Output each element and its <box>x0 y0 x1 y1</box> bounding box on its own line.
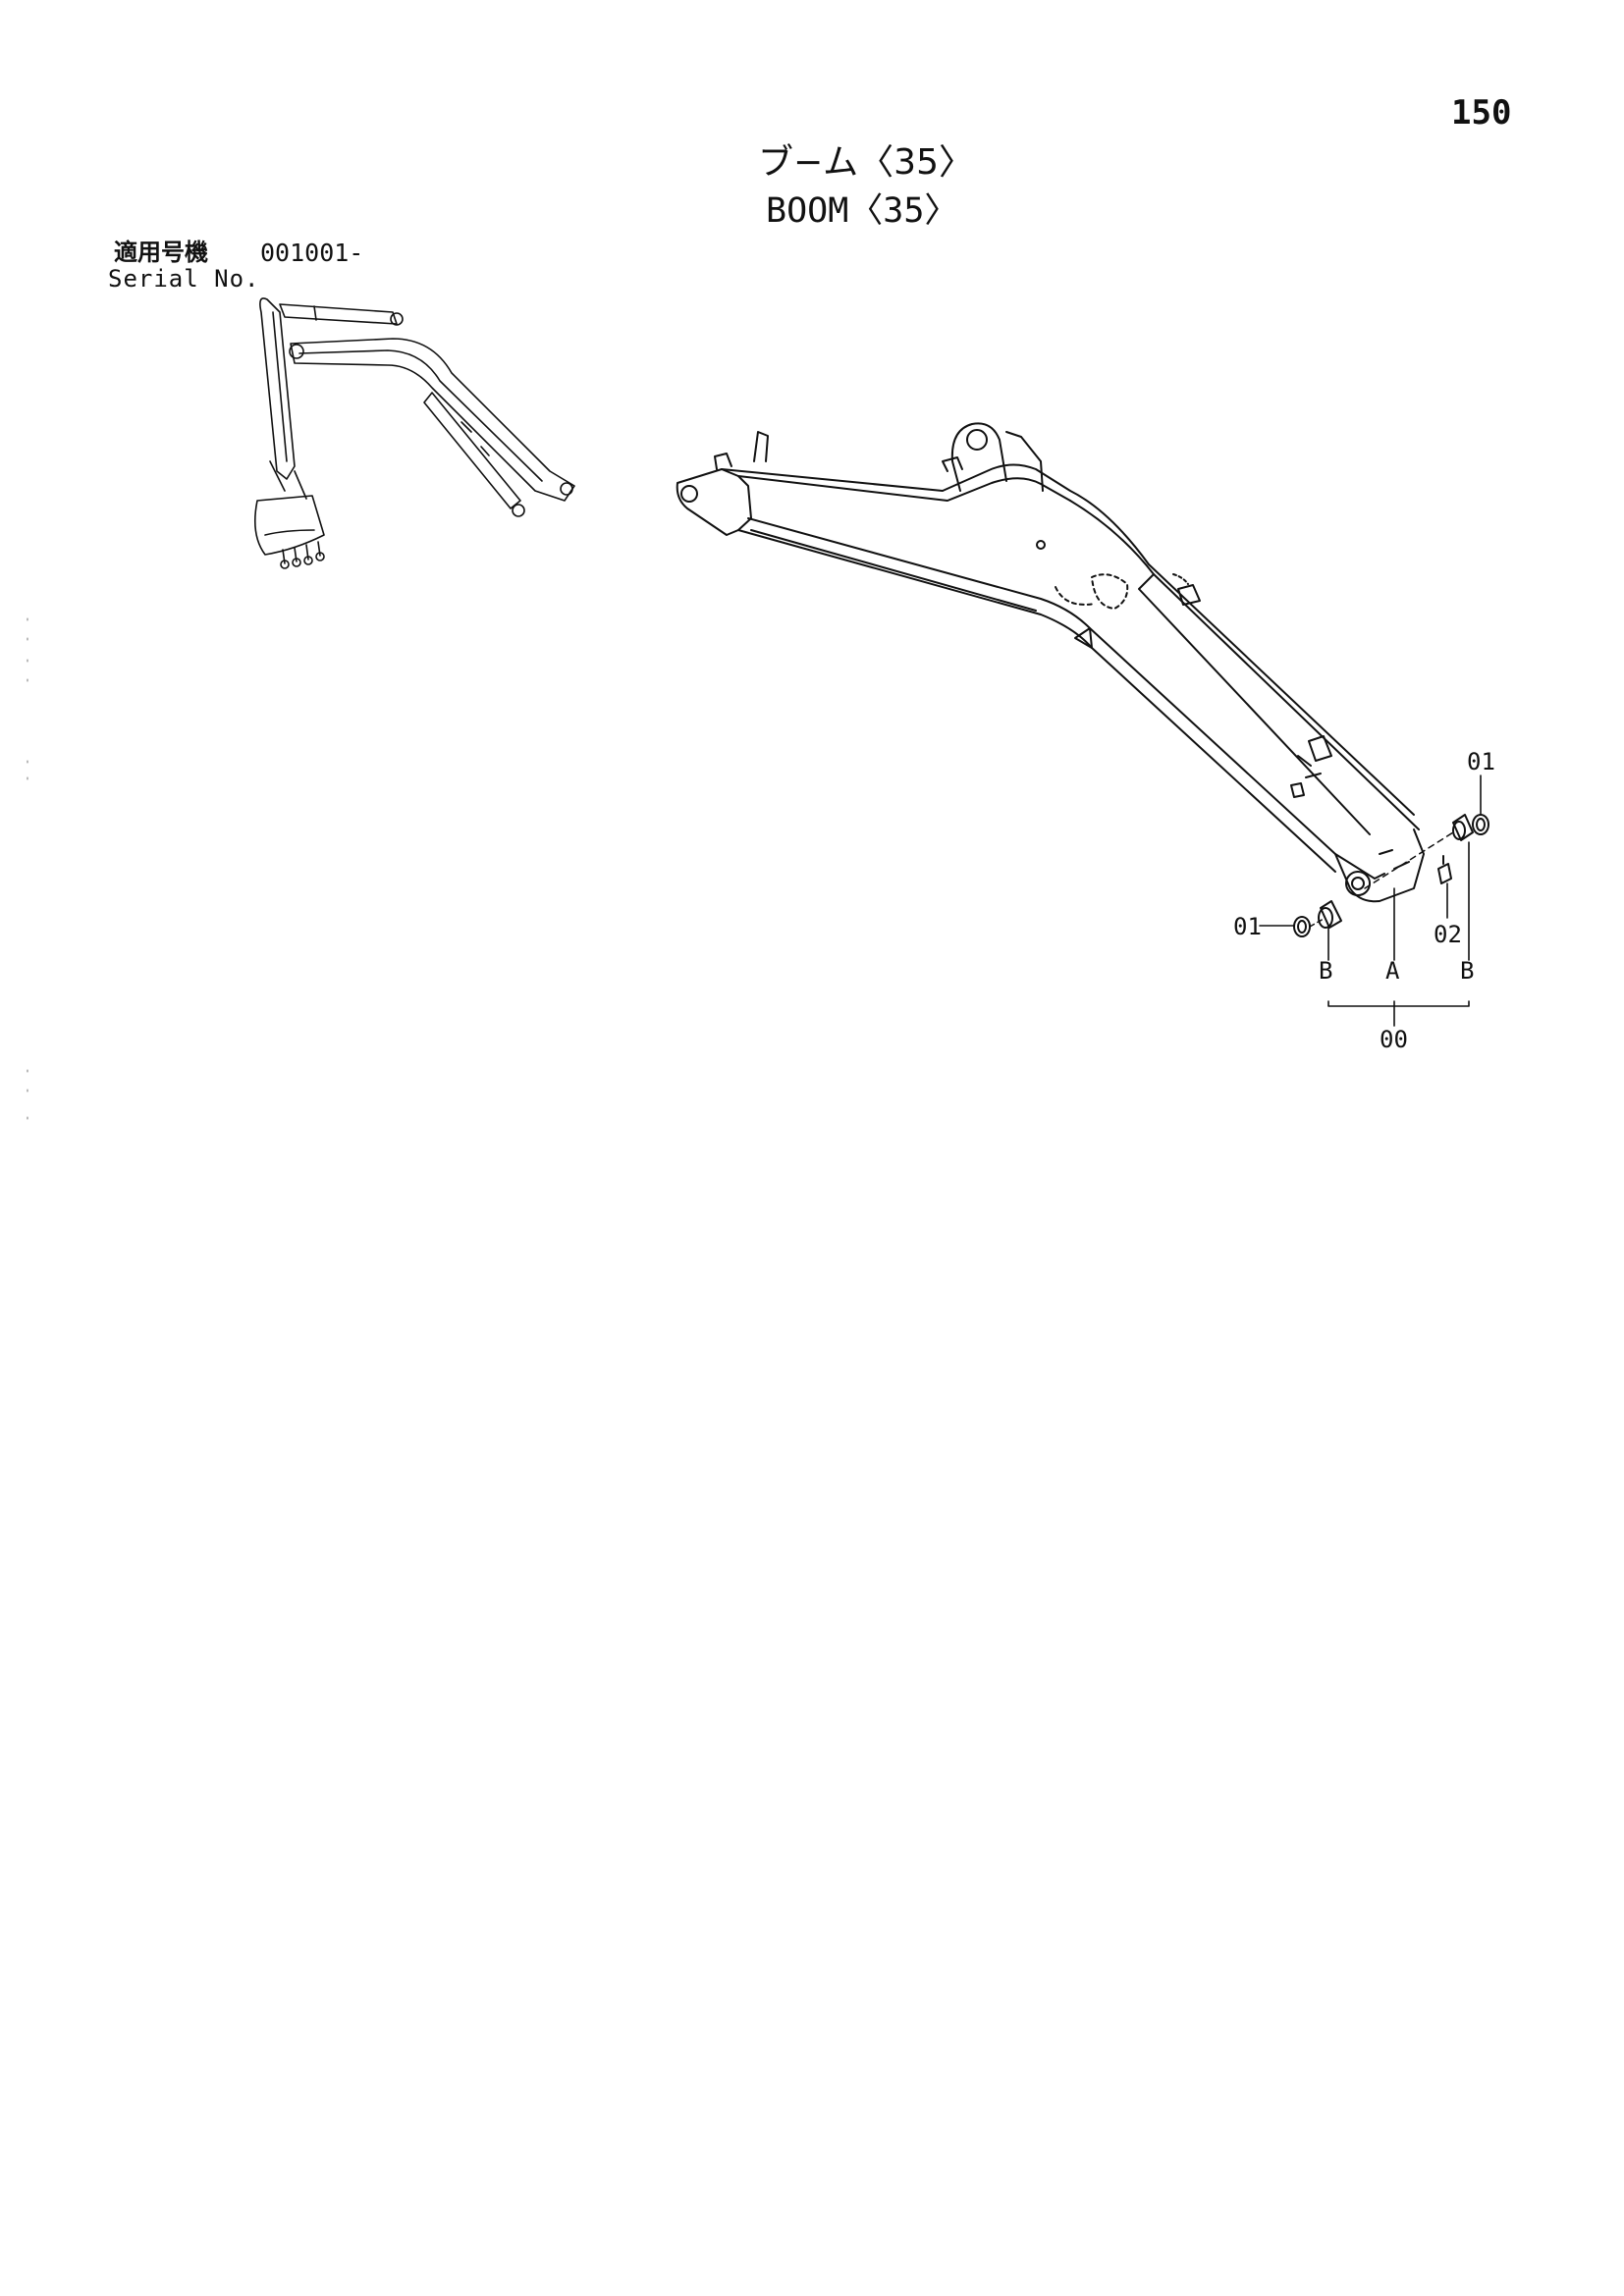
serial-label-english: Serial No. <box>108 265 260 293</box>
callout-01-right: 01 <box>1467 748 1495 775</box>
serial-label-japanese: 適用号機 <box>114 239 208 266</box>
serial-number-value: 001001- <box>260 239 364 267</box>
callout-a: A <box>1385 957 1400 985</box>
callout-00: 00 <box>1380 1026 1408 1053</box>
callout-01-left: 01 <box>1233 913 1262 940</box>
boom-tip-parts <box>1293 814 1489 937</box>
callout-b-left: B <box>1319 957 1333 985</box>
callout-leaders <box>1259 774 1482 1027</box>
callout-b-right: B <box>1460 957 1475 985</box>
page-title-japanese: ブ−ム〈35〉 <box>758 142 974 183</box>
boom-main-body <box>676 422 1425 903</box>
callout-02: 02 <box>1434 921 1462 948</box>
page-number: 150 <box>1451 93 1512 133</box>
page-title-english: BOOM〈35〉 <box>766 191 959 231</box>
front-attachment-inset <box>254 297 575 569</box>
